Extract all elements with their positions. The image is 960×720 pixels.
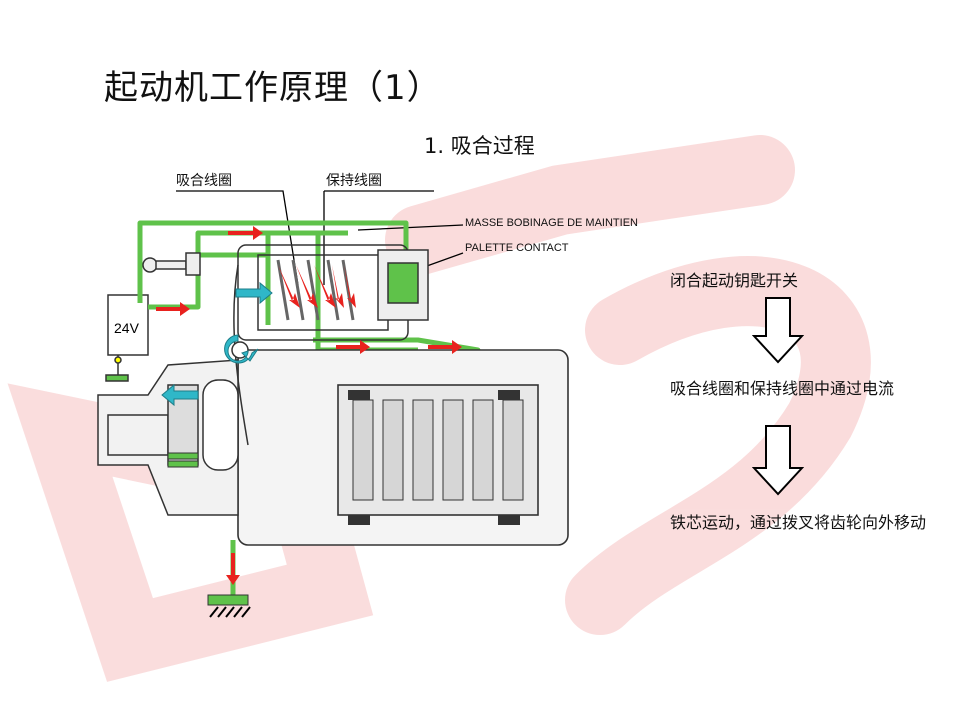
drive-end bbox=[97, 359, 239, 516]
ground-hatch bbox=[209, 606, 251, 618]
down-arrow-icon bbox=[752, 425, 804, 496]
page-title: 起动机工作原理（1） bbox=[104, 68, 442, 108]
masse-label: MASSE BOBINAGE DE MAINTIEN bbox=[465, 217, 638, 229]
plunger-motion-arrow bbox=[235, 281, 273, 305]
current-arrow bbox=[336, 340, 370, 354]
wire-main-loop bbox=[137, 220, 409, 303]
holding-leader bbox=[323, 190, 434, 285]
current-arrow bbox=[296, 265, 318, 308]
armature-windings bbox=[352, 399, 524, 501]
battery bbox=[105, 294, 149, 382]
step-2-text: 吸合线圈和保持线圈中通过电流 bbox=[670, 379, 895, 398]
field-pole-blocks bbox=[348, 390, 520, 525]
current-arrow bbox=[332, 265, 344, 308]
current-arrows bbox=[156, 226, 462, 585]
palette-label: PALETTE CONTACT bbox=[465, 242, 569, 254]
current-arrow bbox=[228, 226, 263, 240]
down-arrow-icon bbox=[752, 297, 804, 364]
step-1-text: 闭合起动钥匙开关 bbox=[670, 271, 799, 290]
key-switch bbox=[142, 252, 201, 276]
current-arrow bbox=[226, 553, 240, 585]
step-3-text: 铁芯运动，通过拨叉将齿轮向外移动 bbox=[670, 513, 927, 532]
current-arrow bbox=[156, 302, 190, 316]
watermark-stroke bbox=[565, 256, 871, 635]
current-arrow bbox=[278, 265, 300, 308]
fork-rotation-arrow bbox=[224, 334, 259, 364]
current-arrow bbox=[344, 265, 356, 308]
pinion-teeth bbox=[167, 452, 199, 468]
current-arrow bbox=[428, 340, 462, 354]
pinion-motion-arrow bbox=[161, 383, 199, 407]
section-subtitle: 1. 吸合过程 bbox=[424, 134, 535, 158]
suction-leader bbox=[176, 190, 299, 286]
masse-leader bbox=[357, 224, 464, 231]
starter-diagram: 24V bbox=[97, 190, 569, 618]
ground-bar bbox=[207, 594, 249, 606]
watermark-stroke bbox=[385, 135, 795, 275]
holding-coil-label: 保持线圈 bbox=[326, 173, 382, 189]
current-arrow bbox=[314, 265, 336, 308]
voltage-label: 24V bbox=[114, 320, 140, 336]
suction-coil-label: 吸合线圈 bbox=[176, 173, 232, 189]
